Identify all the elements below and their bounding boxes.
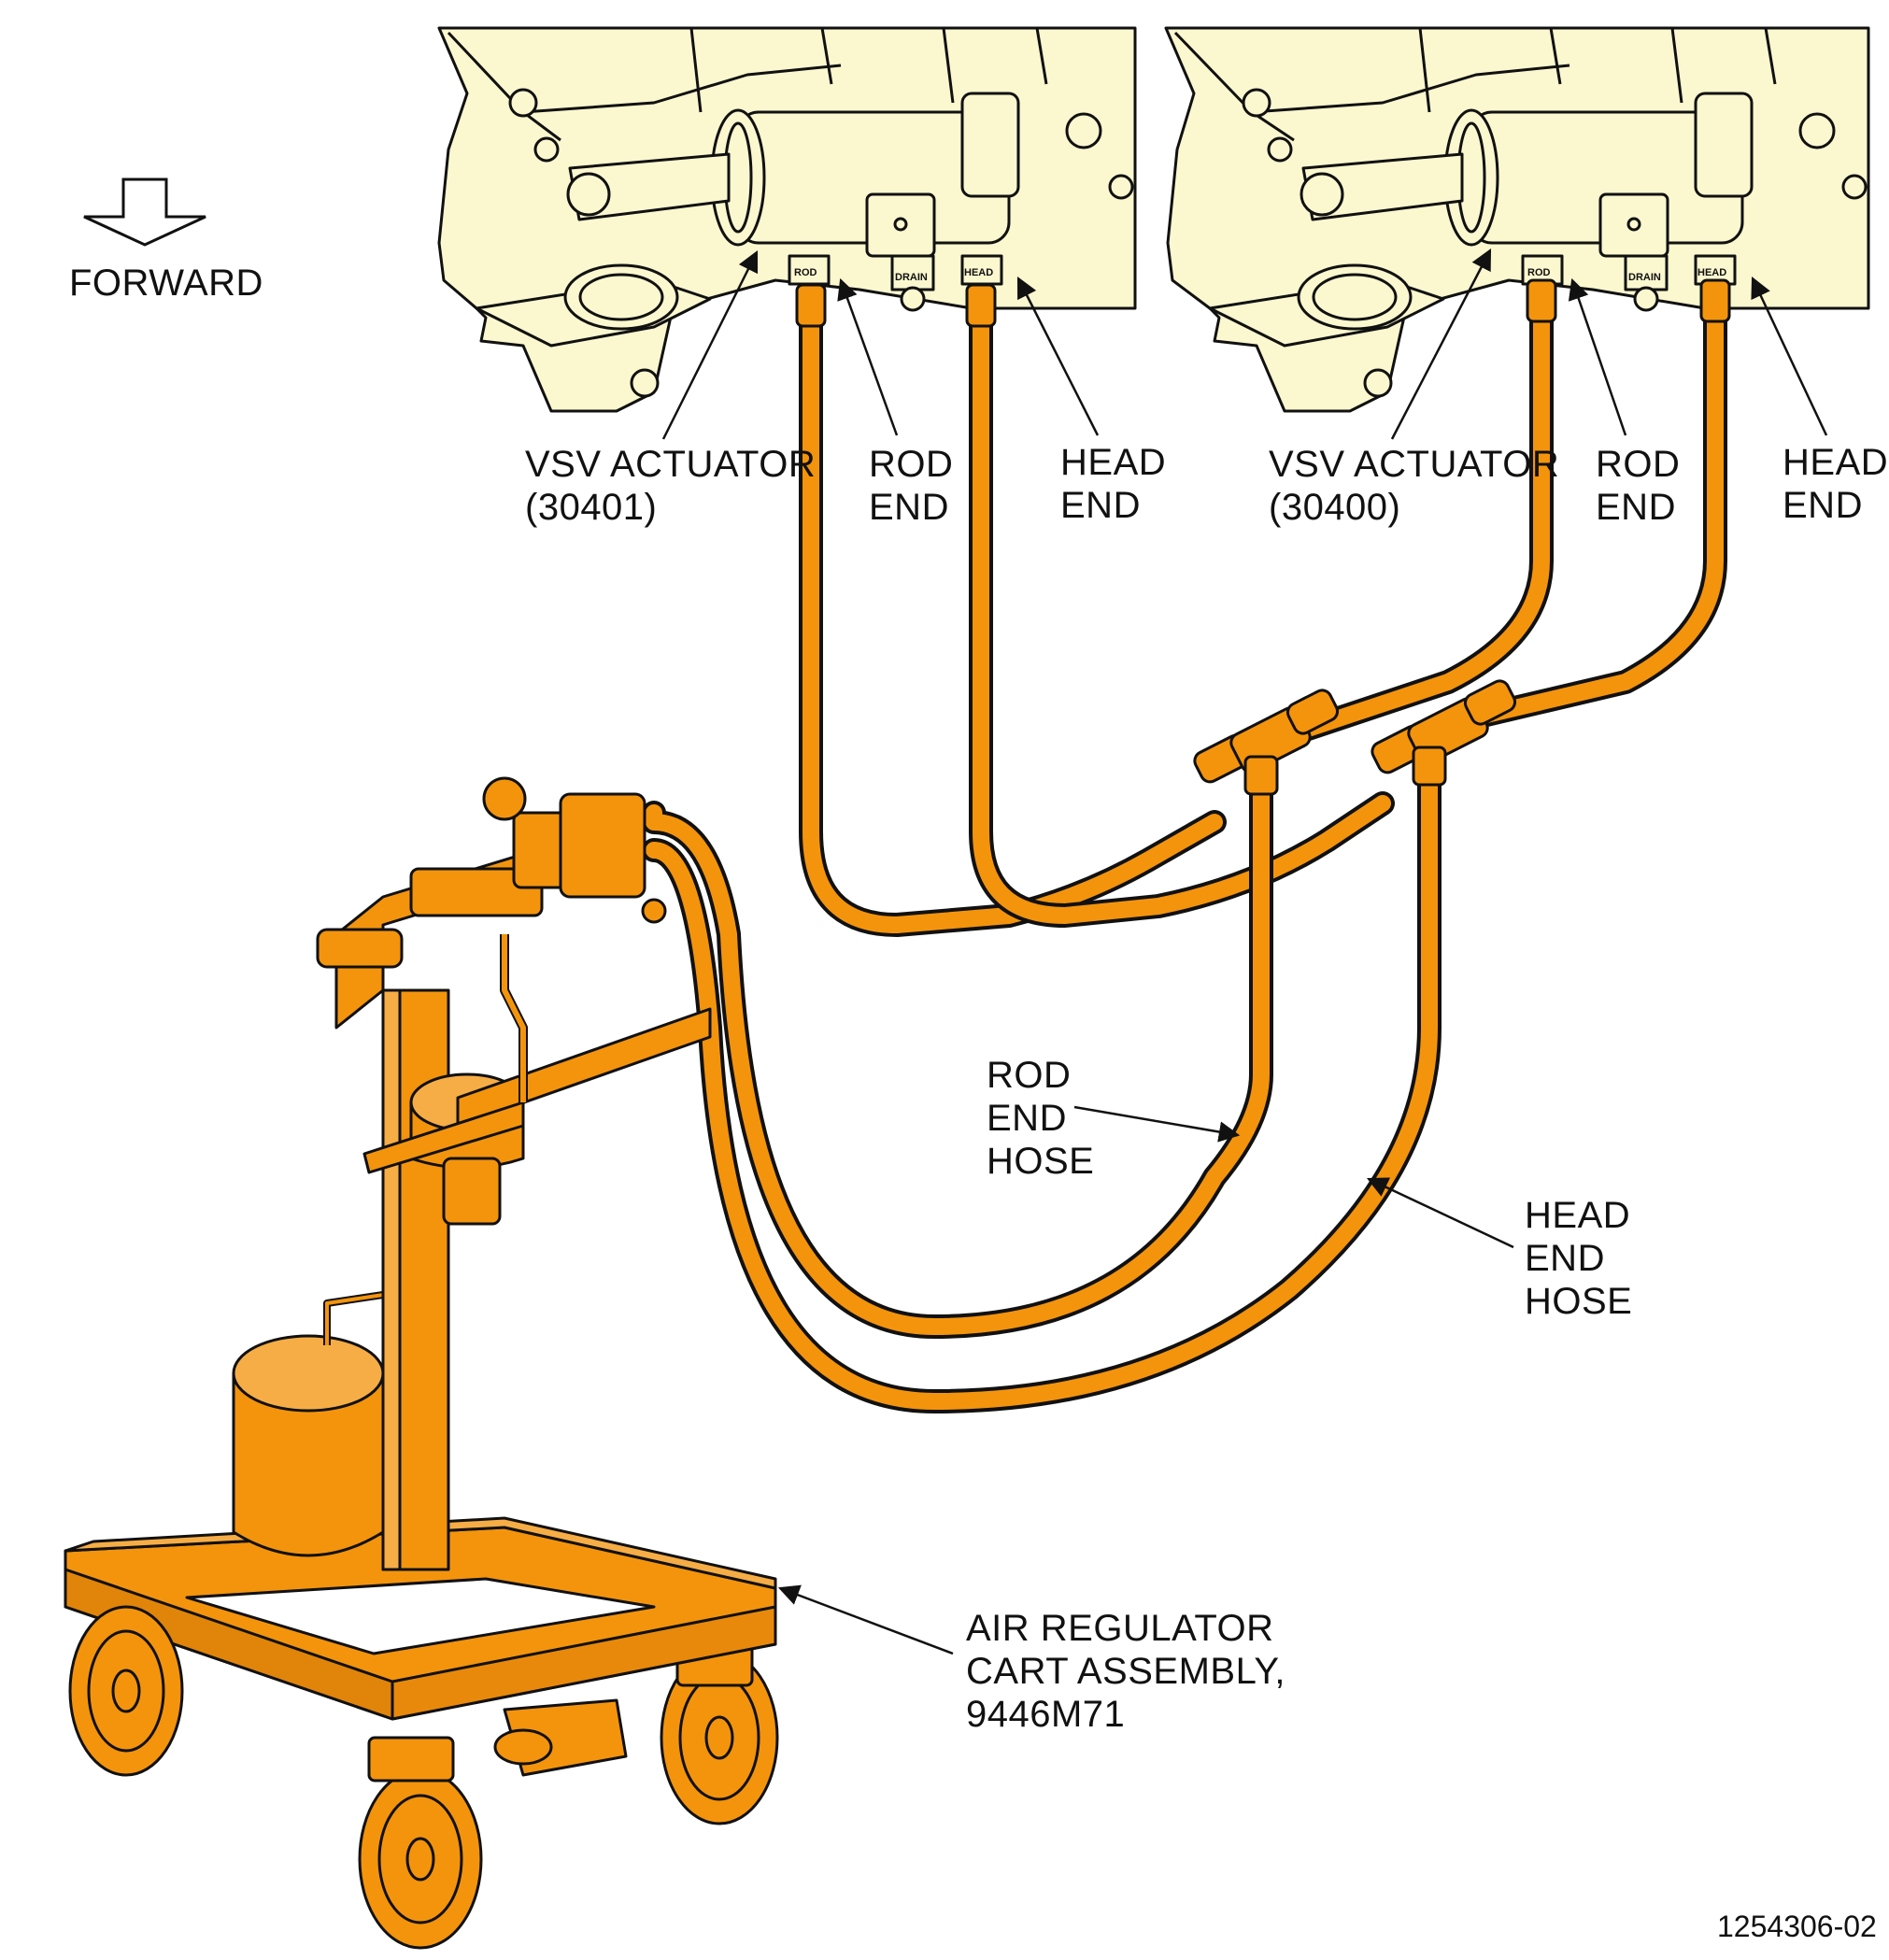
cart-regulator-panel bbox=[316, 776, 667, 1102]
callout-head-end-right: HEAD END bbox=[1782, 441, 1888, 527]
callout-line: END bbox=[1596, 487, 1676, 528]
callout-air-regulator-cart: AIR REGULATOR CART ASSEMBLY, 9446M71 bbox=[966, 1607, 1285, 1736]
callout-line: END bbox=[1782, 485, 1863, 526]
hoses bbox=[642, 296, 1727, 1413]
port-tag-drain-left: DRAIN bbox=[895, 272, 928, 283]
leader-lines bbox=[661, 249, 1828, 1655]
callout-rod-end-hose: ROD END HOSE bbox=[987, 1054, 1094, 1183]
port-tag-rod-right: ROD bbox=[1527, 267, 1551, 278]
left-port-tags: ROD HEAD DRAIN bbox=[794, 267, 993, 283]
callout-rod-end-left: ROD END bbox=[869, 443, 953, 529]
callout-vsv-actuator-left: VSV ACTUATOR (30401) bbox=[525, 443, 816, 529]
callout-line: AIR REGULATOR bbox=[966, 1608, 1274, 1649]
forward-arrow-icon bbox=[83, 178, 206, 247]
cart-column bbox=[381, 988, 450, 1571]
cart-brake-pedal bbox=[493, 1698, 628, 1777]
hose-left-rod-end bbox=[799, 305, 1227, 937]
forward-label: FORWARD bbox=[69, 263, 263, 304]
callout-line: (30401) bbox=[525, 487, 658, 528]
callout-line: HEAD bbox=[1782, 442, 1889, 483]
cart-wheel-front-left bbox=[68, 1605, 184, 1777]
port-tag-rod-left: ROD bbox=[794, 267, 817, 278]
callout-line: END bbox=[1060, 485, 1141, 526]
callout-head-end-left: HEAD END bbox=[1060, 441, 1166, 527]
callout-vsv-actuator-right: VSV ACTUATOR (30400) bbox=[1269, 443, 1559, 529]
callout-line: END bbox=[869, 487, 949, 528]
engine-section-left bbox=[437, 26, 1137, 413]
hose-fittings bbox=[795, 278, 1731, 796]
callout-line: ROD bbox=[987, 1055, 1072, 1096]
callout-line: CART ASSEMBLY, bbox=[966, 1651, 1285, 1692]
port-tag-head-left: HEAD bbox=[964, 267, 993, 278]
port-tag-drain-right: DRAIN bbox=[1628, 272, 1661, 283]
callout-line: 9446M71 bbox=[966, 1694, 1126, 1735]
callout-line: END bbox=[1525, 1238, 1605, 1279]
callout-line: VSV ACTUATOR bbox=[1269, 444, 1560, 485]
right-port-tags: ROD HEAD DRAIN bbox=[1527, 267, 1726, 283]
callout-line: VSV ACTUATOR bbox=[525, 444, 817, 485]
engine-section-right bbox=[1164, 26, 1870, 413]
callout-line: END bbox=[987, 1098, 1067, 1139]
rod-end-tee-fitting bbox=[1193, 689, 1340, 796]
callout-line: (30400) bbox=[1269, 487, 1401, 528]
port-tag-head-right: HEAD bbox=[1697, 267, 1726, 278]
cart-wheel-rear-right bbox=[660, 1642, 779, 1825]
callout-line: HOSE bbox=[987, 1141, 1095, 1182]
callout-head-end-hose: HEAD END HOSE bbox=[1525, 1194, 1632, 1323]
air-regulator-cart bbox=[64, 776, 779, 1950]
callout-line: HEAD bbox=[1525, 1195, 1631, 1236]
callout-line: HEAD bbox=[1060, 442, 1167, 483]
figure-number: 1254306-02 bbox=[1717, 1910, 1877, 1943]
cart-wheel-front-right bbox=[358, 1736, 483, 1950]
callout-rod-end-right: ROD END bbox=[1596, 443, 1680, 529]
callout-line: HOSE bbox=[1525, 1281, 1633, 1322]
head-end-tee-fitting bbox=[1371, 679, 1517, 787]
callout-line: ROD bbox=[1596, 444, 1681, 485]
callout-line: ROD bbox=[869, 444, 954, 485]
